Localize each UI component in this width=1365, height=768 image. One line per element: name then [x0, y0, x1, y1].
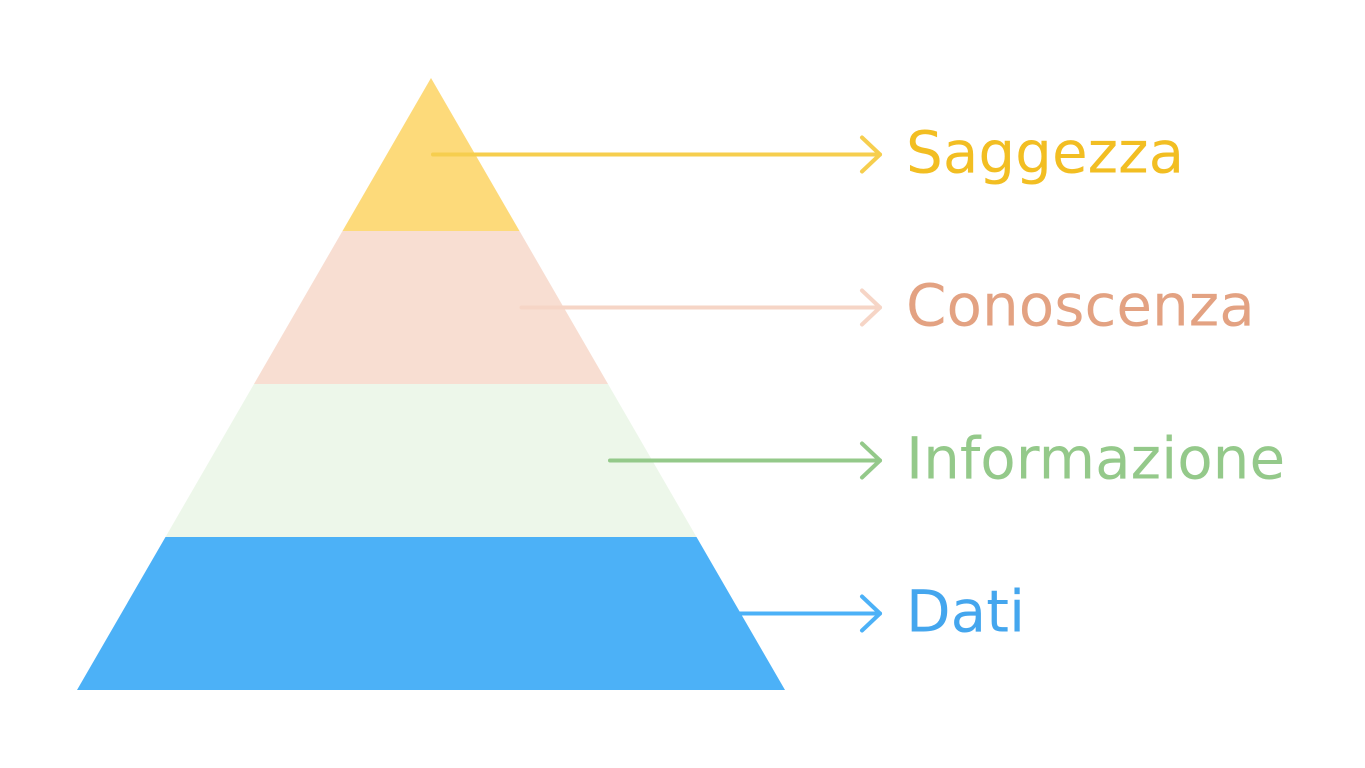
- pyramid-band-conoscenza: [254, 231, 608, 384]
- arrow-informazione: [608, 441, 882, 480]
- arrow-head-icon: [860, 594, 882, 633]
- pyramid-bands: [77, 78, 785, 690]
- arrow-conoscenza: [519, 288, 882, 327]
- pyramid-band-informazione: [165, 384, 697, 537]
- arrow-saggezza: [431, 135, 882, 174]
- arrow-dati: [696, 594, 882, 633]
- level-arrows: [431, 135, 882, 633]
- label-conoscenza: Conoscenza: [906, 272, 1255, 340]
- arrow-head-icon: [860, 288, 882, 327]
- label-saggezza: Saggezza: [906, 119, 1184, 187]
- arrow-head-icon: [860, 441, 882, 480]
- label-dati: Dati: [906, 578, 1025, 646]
- label-informazione: Informazione: [906, 425, 1285, 493]
- arrow-head-icon: [860, 135, 882, 174]
- pyramid-band-dati: [77, 537, 785, 690]
